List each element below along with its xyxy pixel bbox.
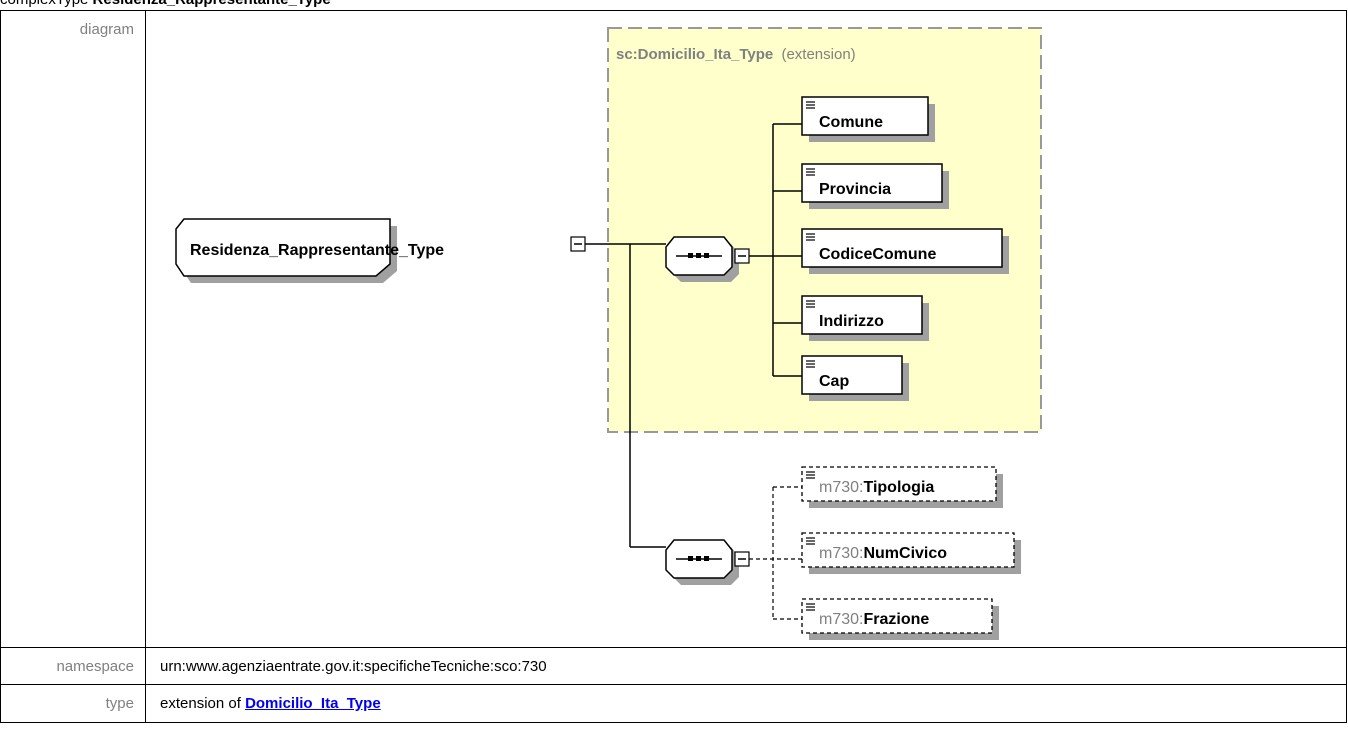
element-lines-icon xyxy=(806,603,815,611)
diagram-cell: sc:Domicilio_Ita_Type (extension) Reside… xyxy=(145,10,1347,648)
element-indirizzo-label: Indirizzo xyxy=(819,313,884,330)
schema-diagram: sc:Domicilio_Ita_Type (extension) Reside… xyxy=(146,11,1346,647)
diagram-row: diagram sc:Domicilio_Ita_Type (extension… xyxy=(0,10,1347,648)
element-tipologia-name: Tipologia xyxy=(863,479,934,496)
root-element-box[interactable] xyxy=(175,218,391,277)
element-frazione-name: Frazione xyxy=(863,611,929,628)
namespace-value-cell: urn:www.agenziaentrate.gov.it:specifiche… xyxy=(145,647,1347,685)
extension-name: sc:Domicilio_Ita_Type xyxy=(616,46,773,63)
root-collapse-icon[interactable] xyxy=(570,236,586,252)
element-lines-icon xyxy=(806,233,815,241)
type-value-cell: extension of Domicilio_Ita_Type xyxy=(145,684,1347,723)
sequence-1-collapse-icon[interactable] xyxy=(734,248,750,264)
element-lines-icon xyxy=(806,300,815,308)
element-tipologia-label: m730:Tipologia xyxy=(819,479,934,496)
type-label: type xyxy=(105,695,134,712)
element-numcivico-name: NumCivico xyxy=(863,545,947,562)
sequence-icon xyxy=(676,253,722,258)
namespace-label: namespace xyxy=(56,658,134,675)
element-codicecomune-label: CodiceComune xyxy=(819,246,936,263)
element-tipologia[interactable]: m730:Tipologia xyxy=(801,466,1003,508)
element-numcivico-label: m730:NumCivico xyxy=(819,545,947,562)
namespace-prefix: m730: xyxy=(819,545,863,562)
element-cap[interactable]: Cap xyxy=(801,355,909,401)
element-frazione[interactable]: m730:Frazione xyxy=(801,598,999,640)
element-cap-label: Cap xyxy=(819,373,849,390)
sequence-icon xyxy=(676,556,722,561)
element-codicecomune[interactable]: CodiceComune xyxy=(801,228,1009,274)
element-provincia[interactable]: Provincia xyxy=(801,163,949,209)
element-lines-icon xyxy=(806,360,815,368)
element-frazione-label: m730:Frazione xyxy=(819,611,929,628)
diagram-label: diagram xyxy=(79,21,134,38)
element-numcivico[interactable]: m730:NumCivico xyxy=(801,532,1021,574)
element-lines-icon xyxy=(806,101,815,109)
sequence-2-connectors xyxy=(749,486,802,620)
type-prefix: extension of xyxy=(160,695,241,712)
title-prefix: complexType xyxy=(0,0,88,8)
namespace-value: urn:www.agenziaentrate.gov.it:specifiche… xyxy=(160,658,547,675)
extension-qualifier: (extension) xyxy=(781,46,855,63)
root-element-label: Residenza_Rappresentante_Type xyxy=(190,242,444,259)
element-lines-icon xyxy=(806,471,815,479)
element-indirizzo[interactable]: Indirizzo xyxy=(801,295,929,341)
namespace-label-cell: namespace xyxy=(0,647,146,685)
type-label-cell: type xyxy=(0,684,146,723)
type-row: type extension of Domicilio_Ita_Type xyxy=(0,684,1347,723)
namespace-row: namespace urn:www.agenziaentrate.gov.it:… xyxy=(0,647,1347,685)
diagram-label-cell: diagram xyxy=(0,10,146,648)
extension-title: sc:Domicilio_Ita_Type (extension) xyxy=(616,46,856,63)
root-connectors xyxy=(585,243,666,548)
properties-table: diagram sc:Domicilio_Ita_Type (extension… xyxy=(0,10,1347,723)
namespace-prefix: m730: xyxy=(819,479,863,496)
title-name: Residenza_Rappresentante_Type xyxy=(93,0,331,8)
element-lines-icon xyxy=(806,168,815,176)
element-lines-icon xyxy=(806,537,815,545)
type-value: extension of Domicilio_Ita_Type xyxy=(146,685,1346,712)
element-provincia-label: Provincia xyxy=(819,181,891,198)
element-comune-label: Comune xyxy=(819,114,883,131)
schema-diagram-svg: sc:Domicilio_Ita_Type (extension) Reside… xyxy=(175,27,1042,640)
type-link[interactable]: Domicilio_Ita_Type xyxy=(245,695,381,712)
page-title: complexType Residenza_Rappresentante_Typ… xyxy=(0,0,1348,11)
sequence-1-connectors xyxy=(749,123,802,377)
namespace-prefix: m730: xyxy=(819,611,863,628)
element-comune[interactable]: Comune xyxy=(801,96,935,142)
sequence-2-collapse-icon[interactable] xyxy=(734,551,750,567)
